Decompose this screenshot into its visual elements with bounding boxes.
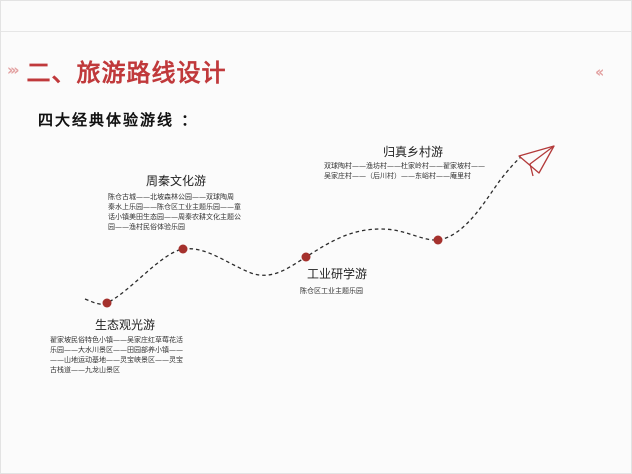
chevrons-right-icon: ››› [7, 61, 19, 79]
chevrons-left-icon: ‹‹ [595, 63, 605, 81]
stop-description: 陈仓区工业主题乐园 [300, 287, 363, 295]
stop-name: 归真乡村游 [383, 145, 444, 159]
stop-description: 双球陶村——渔坊村——杜家岭村——翟家坡村—— 吴家庄村——（后川村）——东峪村… [324, 162, 485, 180]
stop-name: 生态观光游 [95, 318, 156, 332]
page-title: 二、旅游路线设计 [26, 58, 227, 87]
route-marker [301, 252, 311, 262]
route-marker [102, 298, 112, 308]
route-marker [178, 244, 188, 254]
stop-description: 陈仓古城——北坡森林公园——双球陶周 秦水上乐园——陈仓区工业主题乐园——童 话… [108, 193, 241, 231]
paper-plane-icon [518, 145, 555, 177]
stop-name: 工业研学游 [307, 267, 368, 281]
stop-description: 翟家坡民俗特色小镇——吴家庄红草莓花活 乐园——大水川景区——田园部养小镇—— … [50, 336, 183, 374]
header: ››› 二、旅游路线设计 [7, 55, 227, 87]
top-divider [1, 31, 631, 32]
section-subtitle: 四大经典体验游线 ： [38, 111, 199, 129]
stop-name: 周秦文化游 [146, 174, 207, 188]
route-marker [433, 235, 443, 245]
